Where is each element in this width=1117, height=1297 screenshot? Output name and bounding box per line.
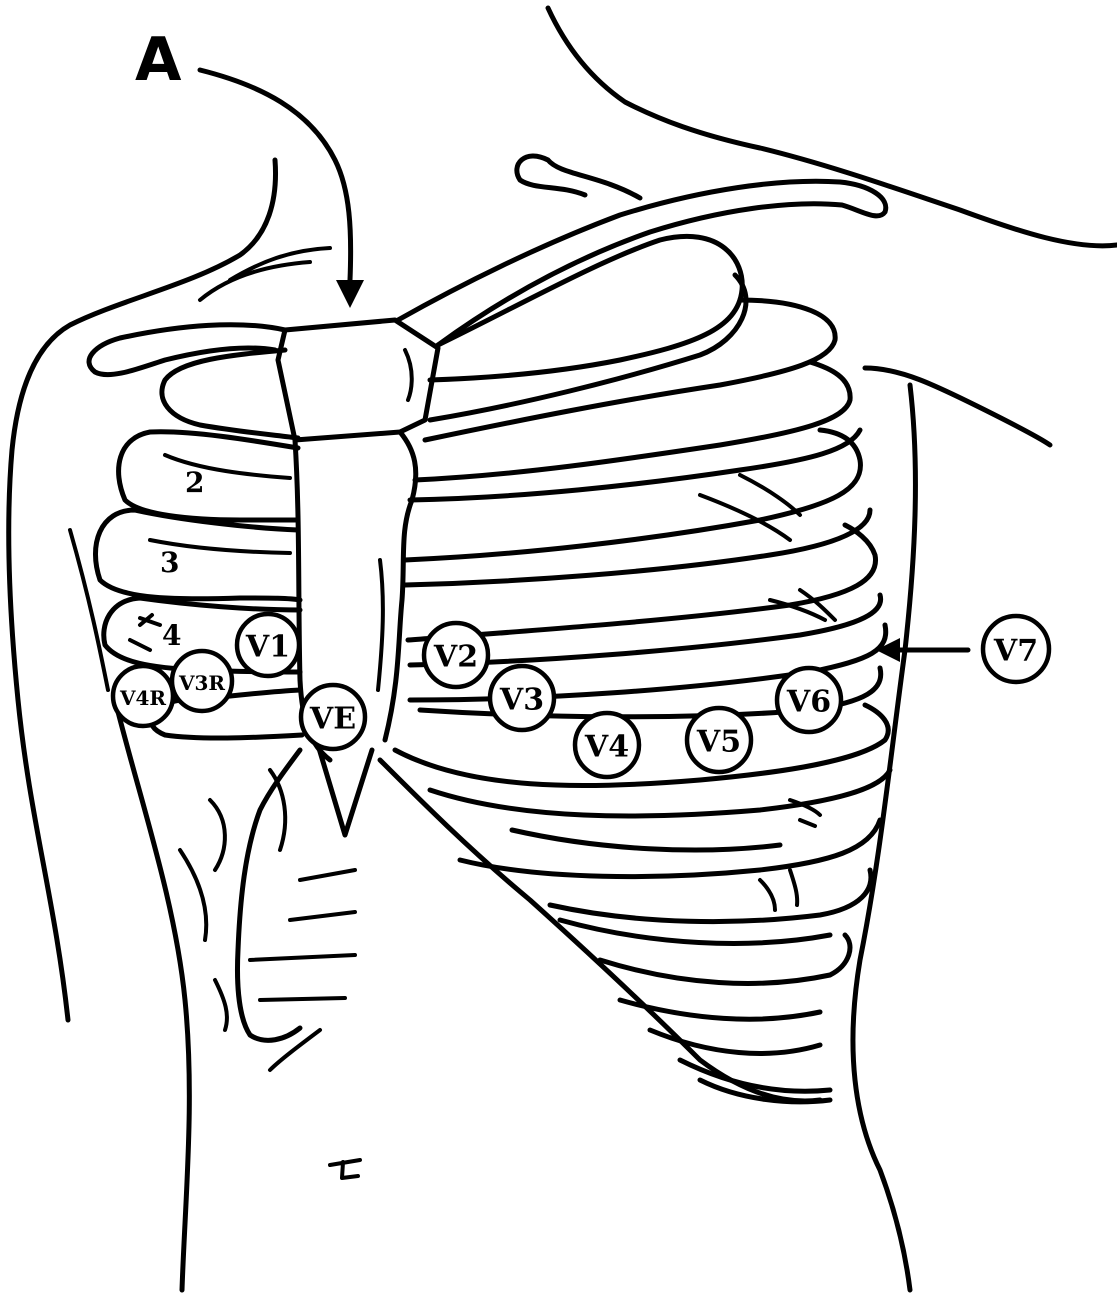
lead-v1: V1 bbox=[237, 614, 299, 676]
lead-v4r-label: V4R bbox=[119, 686, 166, 710]
lead-v4: V4 bbox=[575, 713, 639, 777]
lead-v4r: V4R bbox=[113, 666, 173, 726]
lead-v5-label: V5 bbox=[696, 725, 741, 760]
rib-number-2: 2 bbox=[185, 466, 204, 499]
lead-v4-label: V4 bbox=[584, 730, 629, 765]
clavicles bbox=[89, 156, 886, 375]
costal-margin-right bbox=[180, 750, 355, 1070]
lead-v2-label: V2 bbox=[433, 640, 478, 675]
lead-v2: V2 bbox=[424, 623, 488, 687]
lead-v3r: V3R bbox=[172, 651, 232, 711]
lead-v3: V3 bbox=[490, 666, 554, 730]
lead-v3r-label: V3R bbox=[178, 671, 225, 695]
arrow-v7-head bbox=[876, 638, 900, 662]
lead-v6-label: V6 bbox=[786, 685, 831, 720]
lead-v7-label: V7 bbox=[993, 634, 1038, 669]
label-a: A bbox=[135, 25, 182, 95]
lead-v5: V5 bbox=[687, 708, 751, 772]
lead-v3-label: V3 bbox=[499, 683, 544, 718]
lead-v6: V6 bbox=[777, 668, 841, 732]
rib-number-4: 4 bbox=[162, 619, 181, 652]
lead-v7: V7 bbox=[983, 616, 1049, 682]
arrow-a-head bbox=[336, 280, 364, 308]
lead-v1-label: V1 bbox=[245, 630, 290, 665]
rib-number-3: 3 bbox=[160, 546, 179, 579]
lead-ve-label: VE bbox=[309, 702, 356, 737]
lead-ve: VE bbox=[301, 685, 365, 749]
shoulder-lines bbox=[200, 248, 330, 300]
